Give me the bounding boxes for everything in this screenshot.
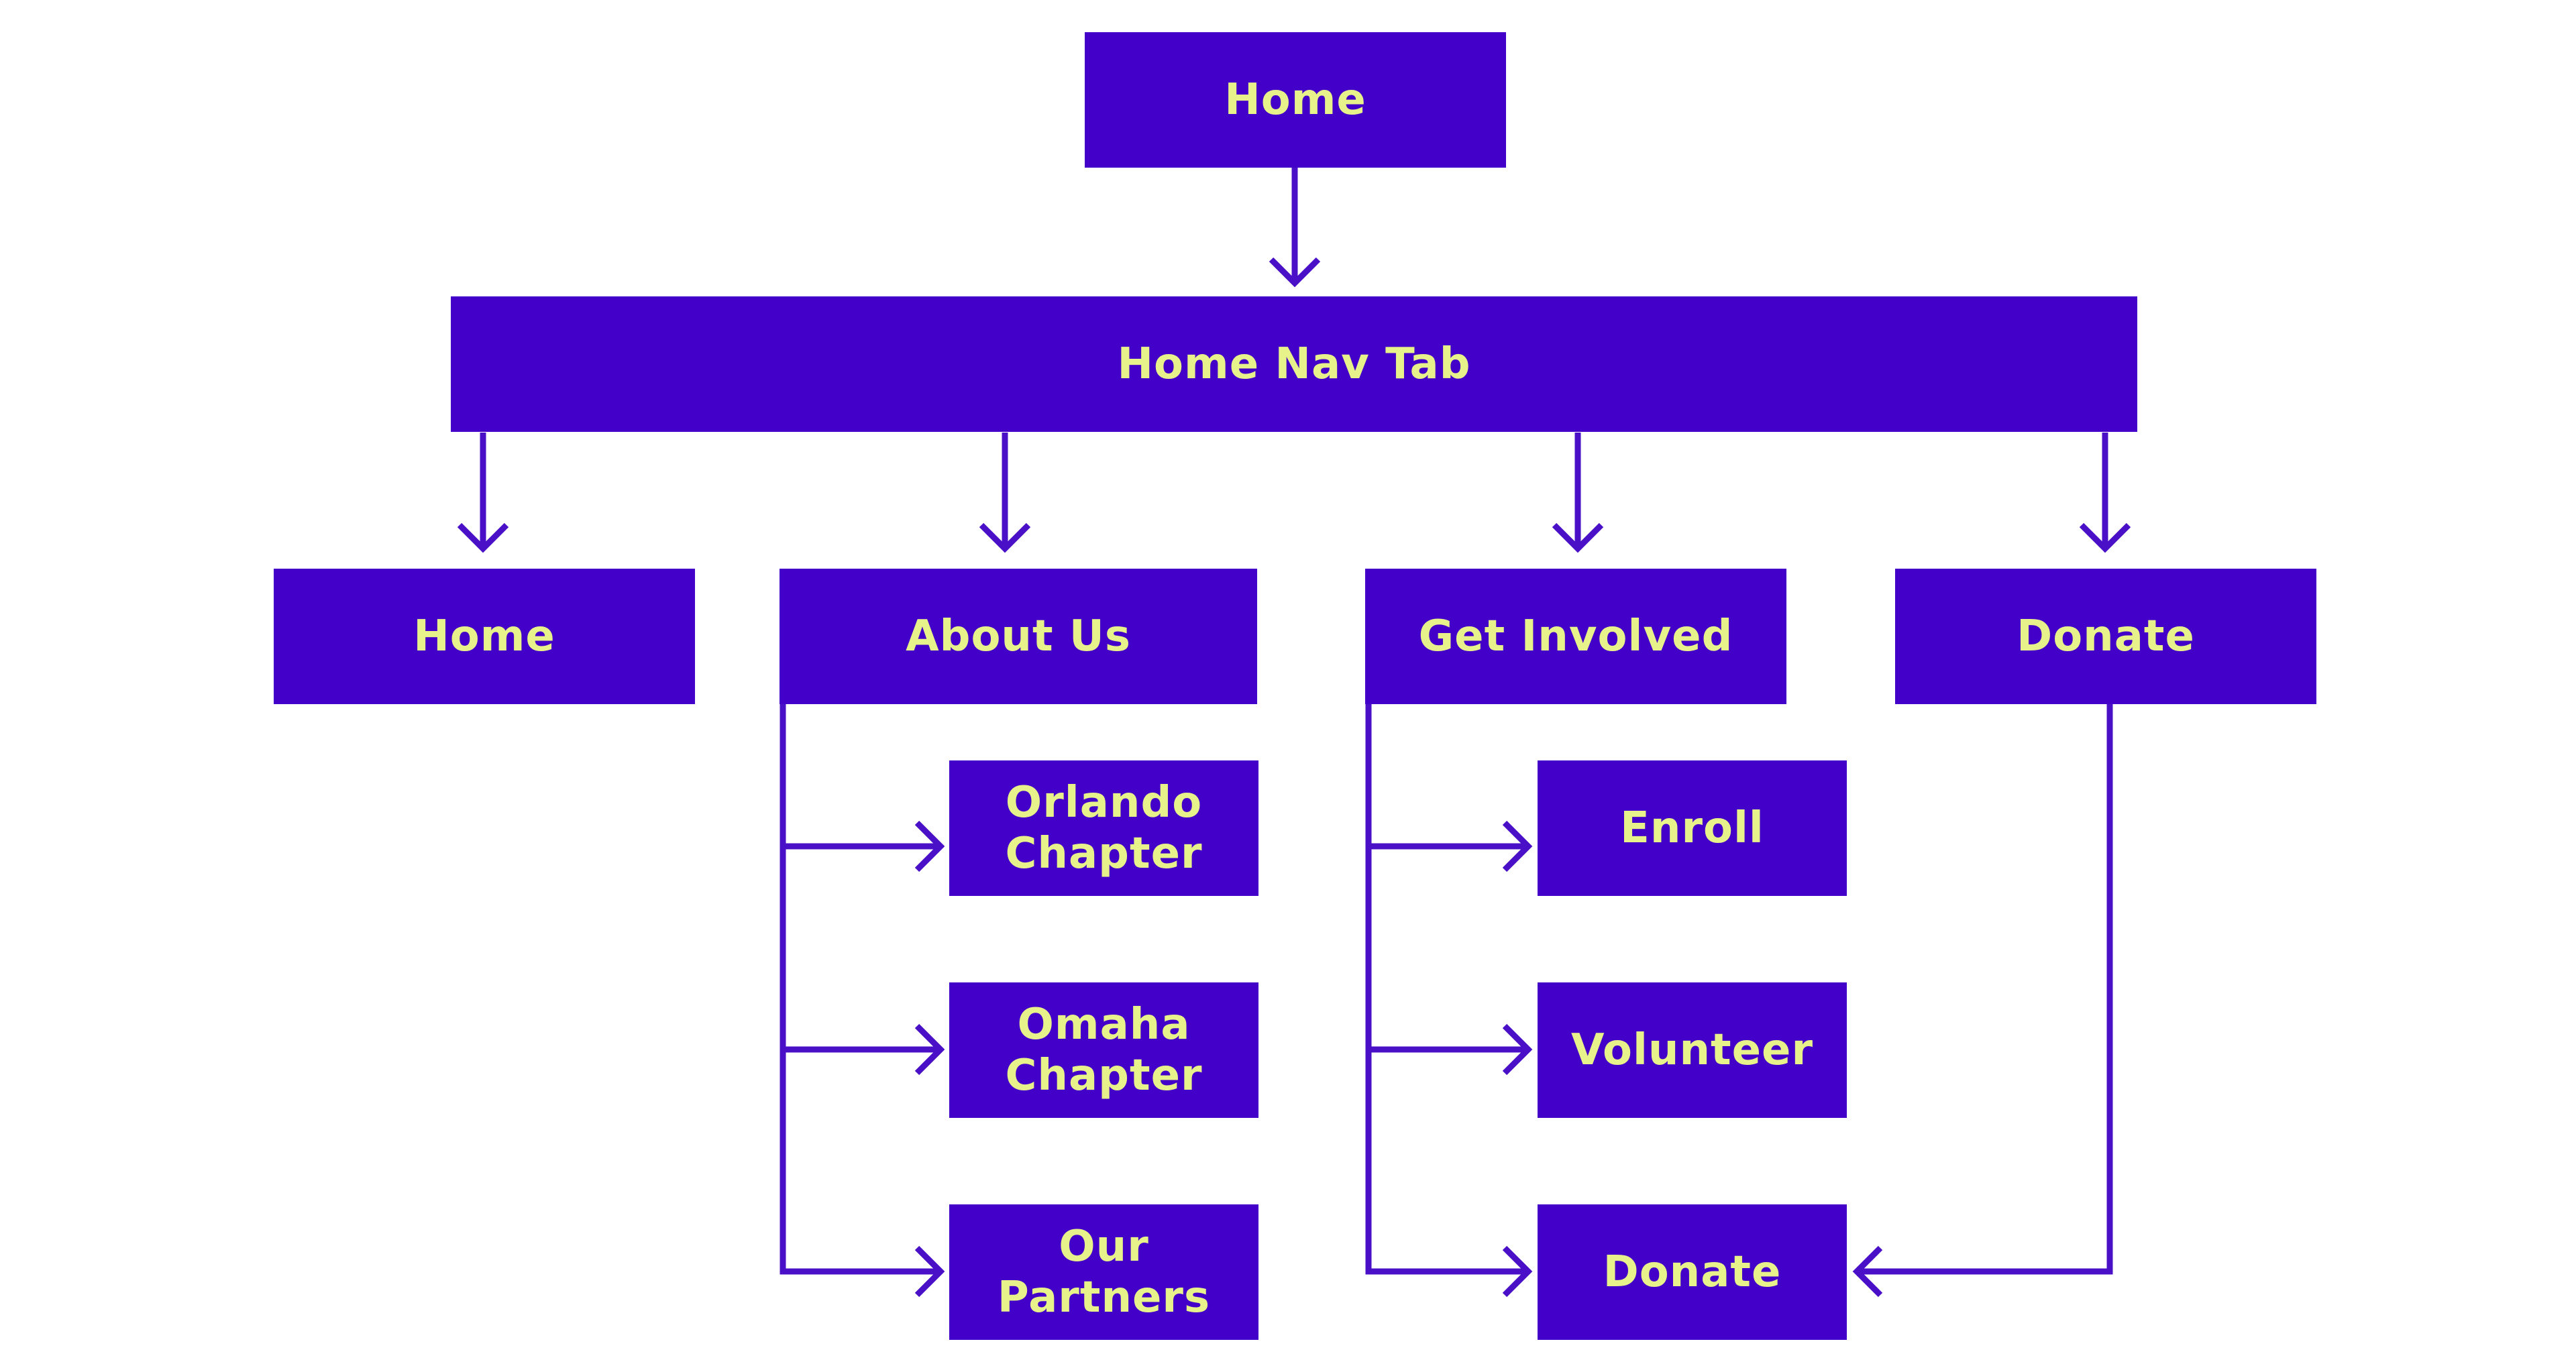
arrowhead-enroll (1502, 820, 1533, 872)
node-enroll: Enroll (1538, 760, 1847, 896)
node-home-nav-tab: Home Nav Tab (451, 296, 2137, 432)
node-omaha-chapter: Omaha Chapter (949, 982, 1258, 1118)
arrowhead-nav-to-home (457, 522, 509, 553)
arrowhead-donate-sub-right (1852, 1245, 1883, 1298)
arrowhead-home-to-nav (1269, 257, 1321, 288)
node-donate-label: Donate (2017, 612, 2195, 661)
node-our-partners: Our Partners (949, 1204, 1258, 1340)
arrowhead-donate-sub-left (1502, 1245, 1533, 1298)
node-home: Home (274, 569, 695, 704)
node-volunteer: Volunteer (1538, 982, 1847, 1118)
node-home-nav-tab-label: Home Nav Tab (1117, 339, 1471, 389)
arrowhead-orlando (914, 820, 945, 872)
node-get-involved-label: Get Involved (1418, 612, 1733, 661)
node-volunteer-label: Volunteer (1570, 1025, 1814, 1075)
node-top-home-label: Home (1224, 75, 1366, 125)
node-home-label: Home (413, 612, 555, 661)
node-omaha-chapter-label: Omaha Chapter (1005, 1000, 1203, 1100)
node-orlando-chapter: Orlando Chapter (949, 760, 1258, 896)
node-about-us-label: About Us (906, 612, 1131, 661)
node-orlando-chapter-label: Orlando Chapter (1005, 778, 1203, 878)
node-donate-sub: Donate (1538, 1204, 1847, 1340)
arrowhead-omaha (914, 1023, 945, 1076)
node-our-partners-label: Our Partners (997, 1222, 1211, 1322)
node-donate: Donate (1895, 569, 2316, 704)
node-top-home: Home (1085, 32, 1506, 168)
arrowhead-nav-to-about (979, 522, 1031, 553)
node-about-us: About Us (780, 569, 1257, 704)
arrowhead-nav-to-donate (2079, 522, 2131, 553)
node-enroll-label: Enroll (1620, 803, 1764, 853)
arrowhead-partners (914, 1245, 945, 1298)
node-get-involved: Get Involved (1365, 569, 1786, 704)
arrow-donate-to-donate-sub (1857, 704, 2113, 1275)
arrowhead-volunteer (1502, 1023, 1533, 1076)
get-involved-spine (1365, 704, 1528, 1275)
about-us-spine (780, 704, 941, 1275)
arrowhead-nav-to-involved (1552, 522, 1604, 553)
node-donate-sub-label: Donate (1603, 1247, 1782, 1297)
